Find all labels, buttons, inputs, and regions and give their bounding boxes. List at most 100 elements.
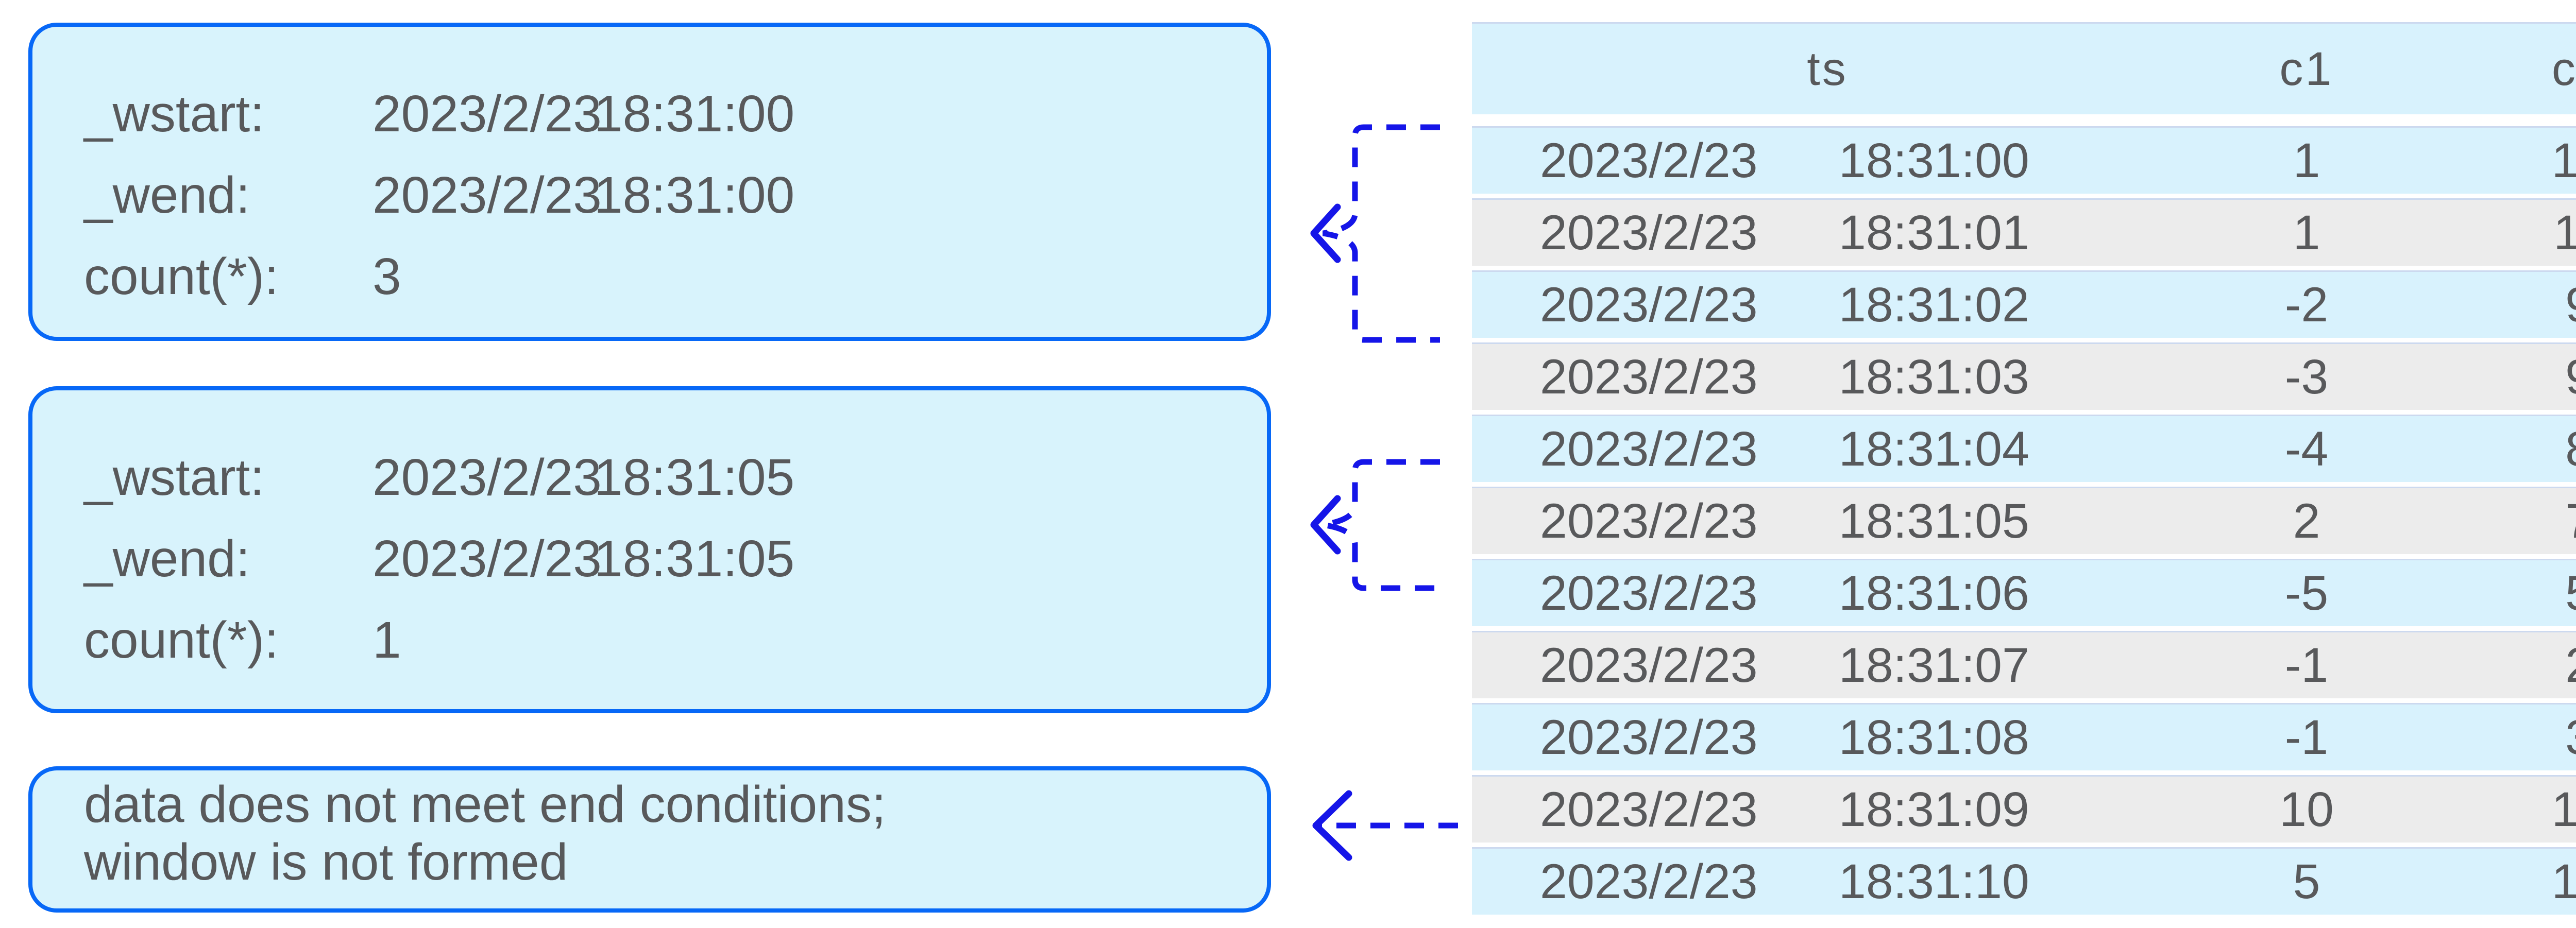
ts-cell: 2023/2/23 18:31:10 (1472, 854, 2183, 910)
wstart-label: _wstart: (84, 84, 265, 143)
ts-date: 2023/2/23 (1540, 710, 1758, 765)
column-header-ts: ts (1807, 42, 1848, 95)
ts-cell: 2023/2/23 18:31:02 (1472, 277, 2183, 333)
c2-cell: 17 (2430, 782, 2576, 838)
wstart-time: 18:31:05 (594, 448, 795, 506)
count-value: 1 (372, 611, 401, 669)
table-row: 2023/2/23 18:31:04 -4 8 (1472, 415, 2576, 482)
count-label: count(*): (84, 247, 279, 305)
wend-label: _wend: (84, 529, 250, 588)
ts-cell: 2023/2/23 18:31:01 (1472, 205, 2183, 261)
ts-cell: 2023/2/23 18:31:05 (1472, 493, 2183, 549)
table-row: 2023/2/23 18:31:01 1 11 (1472, 198, 2576, 266)
table-row: 2023/2/23 18:31:06 -5 5 (1472, 559, 2576, 626)
wend-date: 2023/2/23 (372, 529, 602, 588)
table-row: 2023/2/23 18:31:10 5 18 (1472, 847, 2576, 915)
brace-arrow-left-icon (1310, 459, 1440, 591)
note-line-1: data does not meet end conditions; (84, 775, 886, 833)
table-row: 2023/2/23 18:31:02 -2 9 (1472, 270, 2576, 338)
ts-date: 2023/2/23 (1540, 638, 1758, 693)
table-body: 2023/2/23 18:31:00 1 15 2023/2/23 18:31:… (1472, 126, 2576, 915)
c1-cell: -4 (2284, 421, 2329, 476)
wstart-line: _wstart: 2023/2/23 18:31:00 (84, 73, 1246, 154)
c1-cell: -5 (2284, 565, 2329, 621)
ts-date: 2023/2/23 (1540, 565, 1758, 621)
c2-cell: 3 (2430, 710, 2576, 766)
c2-cell: 9 (2430, 277, 2576, 333)
wstart-line: _wstart: 2023/2/23 18:31:05 (84, 437, 1246, 518)
c2-cell: 11 (2553, 205, 2576, 260)
c2-cell: 9 (2430, 349, 2576, 405)
wstart-date: 2023/2/23 (372, 84, 602, 143)
ts-time: 18:31:02 (1839, 277, 2029, 332)
ts-cell: 2023/2/23 18:31:07 (1472, 638, 2183, 694)
window-result-box-2: _wstart: 2023/2/23 18:31:05 _wend: 2023/… (28, 386, 1271, 713)
data-table: ts c1 c2 2023/2/23 18:31:00 1 15 2023/2/… (1472, 22, 2576, 919)
c2-cell: 7 (2430, 493, 2576, 549)
ts-date: 2023/2/23 (1540, 493, 1758, 548)
ts-date: 2023/2/23 (1540, 854, 1758, 909)
table-row: 2023/2/23 18:31:05 2 7 (1472, 487, 2576, 554)
wend-line: _wend: 2023/2/23 18:31:00 (84, 154, 1246, 236)
ts-cell: 2023/2/23 18:31:09 (1472, 782, 2183, 838)
ts-date: 2023/2/23 (1540, 349, 1758, 404)
dashed-arrow-left-icon (1312, 790, 1458, 861)
ts-time: 18:31:01 (1839, 205, 2029, 260)
c1-cell: -1 (2284, 710, 2329, 765)
count-label: count(*): (84, 611, 279, 669)
table-row: 2023/2/23 18:31:09 10 17 (1472, 775, 2576, 843)
ts-cell: 2023/2/23 18:31:00 (1472, 133, 2183, 189)
table-row: 2023/2/23 18:31:00 1 15 (1472, 126, 2576, 194)
wstart-date: 2023/2/23 (372, 448, 602, 506)
ts-time: 18:31:09 (1839, 782, 2029, 837)
ts-time: 18:31:08 (1839, 710, 2029, 765)
wend-date: 2023/2/23 (372, 166, 602, 224)
table-row: 2023/2/23 18:31:07 -1 2 (1472, 631, 2576, 698)
table-header: ts c1 c2 (1472, 22, 2576, 114)
ts-time: 18:31:06 (1839, 565, 2029, 621)
note-line-2: window is not formed (84, 833, 568, 891)
column-header-c2: c2 (2551, 42, 2576, 95)
wend-label: _wend: (84, 166, 250, 224)
ts-time: 18:31:04 (1839, 421, 2029, 476)
count-line: count(*): 3 (84, 236, 1246, 317)
ts-cell: 2023/2/23 18:31:03 (1472, 349, 2183, 405)
wend-line: _wend: 2023/2/23 18:31:05 (84, 518, 1246, 599)
c1-cell: 5 (2293, 854, 2320, 909)
table-row: 2023/2/23 18:31:03 -3 9 (1472, 342, 2576, 410)
c1-cell: -2 (2284, 277, 2329, 332)
wend-time: 18:31:00 (594, 166, 795, 224)
c2-cell: 15 (2430, 133, 2576, 189)
ts-cell: 2023/2/23 18:31:06 (1472, 565, 2183, 622)
window-result-box-1: _wstart: 2023/2/23 18:31:00 _wend: 2023/… (28, 23, 1271, 341)
count-value: 3 (372, 247, 401, 305)
ts-time: 18:31:07 (1839, 638, 2029, 693)
c2-cell: 5 (2430, 565, 2576, 622)
c1-cell: 1 (2293, 133, 2320, 188)
ts-date: 2023/2/23 (1540, 133, 1758, 188)
c1-cell: 2 (2293, 493, 2320, 548)
ts-date: 2023/2/23 (1540, 205, 1758, 260)
c1-cell: -1 (2284, 638, 2329, 693)
c2-cell: 18 (2430, 854, 2576, 910)
ts-time: 18:31:00 (1839, 133, 2029, 188)
ts-time: 18:31:05 (1839, 493, 2029, 548)
c1-cell: -3 (2284, 349, 2329, 404)
ts-cell: 2023/2/23 18:31:04 (1472, 421, 2183, 477)
wend-time: 18:31:05 (594, 529, 795, 588)
table-row: 2023/2/23 18:31:08 -1 3 (1472, 703, 2576, 770)
wstart-time: 18:31:00 (594, 84, 795, 143)
ts-date: 2023/2/23 (1540, 782, 1758, 837)
ts-date: 2023/2/23 (1540, 421, 1758, 476)
column-header-c1: c1 (2279, 42, 2334, 95)
ts-cell: 2023/2/23 18:31:08 (1472, 710, 2183, 766)
ts-time: 18:31:10 (1839, 854, 2029, 909)
ts-time: 18:31:03 (1839, 349, 2029, 404)
wstart-label: _wstart: (84, 448, 265, 506)
c1-cell: 10 (2279, 782, 2334, 837)
no-window-note-box: data does not meet end conditions; windo… (28, 766, 1271, 913)
c2-cell: 8 (2430, 421, 2576, 477)
brace-arrow-left-icon (1310, 124, 1440, 343)
count-line: count(*): 1 (84, 599, 1246, 681)
